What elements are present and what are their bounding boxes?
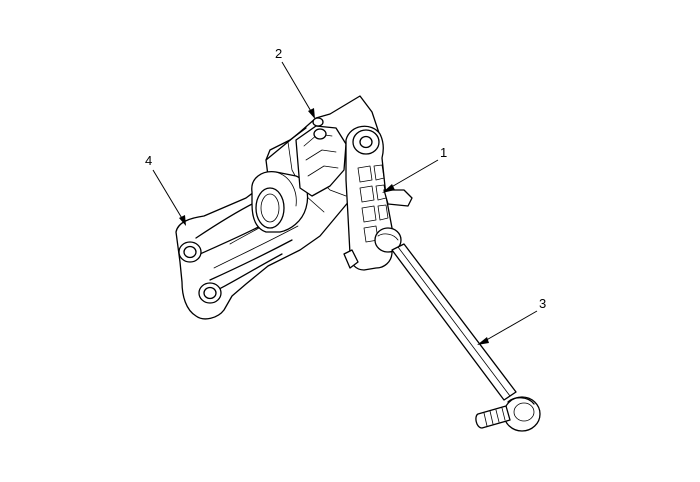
callout-3: 3 (477, 296, 546, 345)
callout-label-3: 3 (539, 296, 546, 311)
callout-label-1: 1 (440, 145, 447, 160)
callout-label-4: 4 (145, 153, 152, 168)
callout-label-2: 2 (275, 46, 282, 61)
part-2-sensor-body (251, 117, 347, 233)
callout-1: 1 (382, 145, 447, 193)
callout-4: 4 (145, 153, 186, 226)
part-3-linkage-rod (374, 227, 541, 432)
callout-2: 2 (275, 46, 315, 119)
